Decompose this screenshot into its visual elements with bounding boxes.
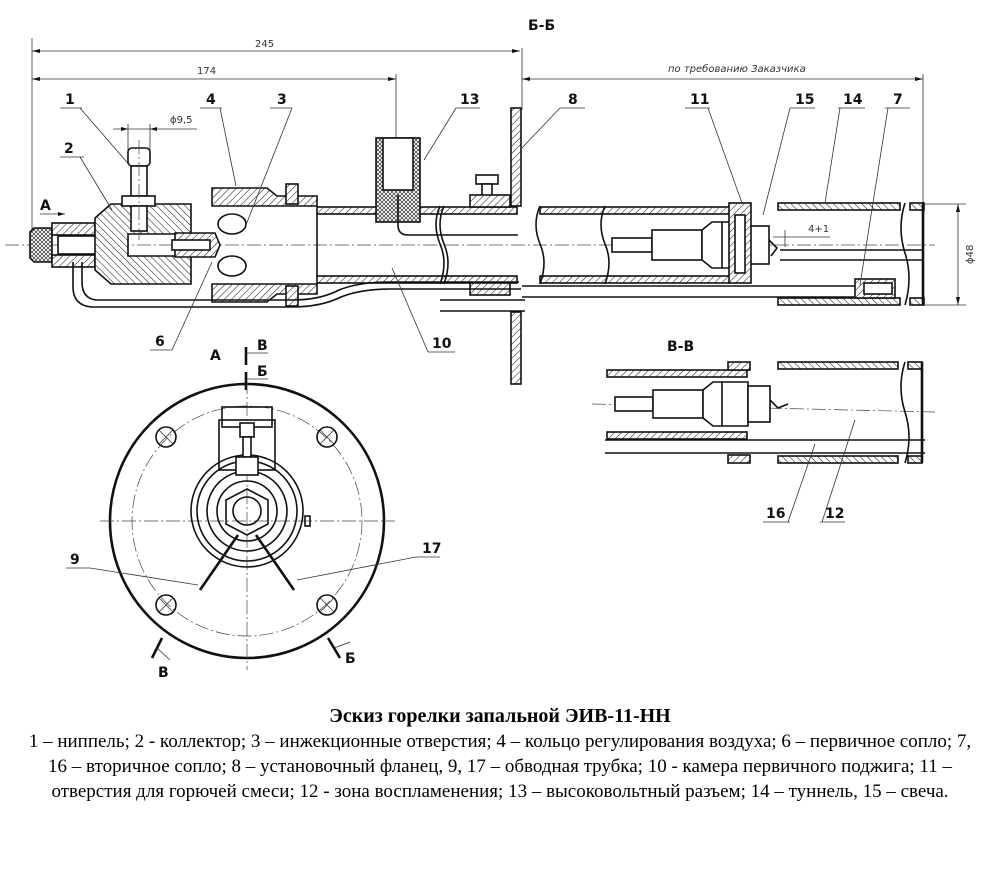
dim-spark-gap-text: 4+1	[808, 224, 829, 235]
callout-3: 3	[245, 92, 293, 226]
caption-title: Эскиз горелки запальной ЭИВ-11-НН	[329, 705, 671, 727]
callout-16: 16	[763, 443, 816, 523]
view-a-title: А	[210, 348, 221, 364]
view-arrow-a: А	[40, 198, 65, 216]
svg-text:4: 4	[206, 92, 216, 108]
dimension-spark-gap: 4+1	[773, 224, 830, 247]
callout-14: 14	[824, 92, 865, 204]
main-section	[5, 107, 935, 385]
callout-15: 15	[762, 92, 815, 216]
view-a: А В Б	[100, 338, 395, 670]
svg-text:8: 8	[568, 92, 578, 108]
svg-text:Б: Б	[345, 651, 356, 667]
callout-1: 1	[60, 92, 133, 169]
svg-text:9: 9	[70, 552, 80, 568]
section-title-vv: В-В	[667, 339, 694, 355]
callout-10: 10	[391, 267, 455, 353]
svg-text:13: 13	[460, 92, 479, 108]
callout-13: 13	[423, 92, 480, 161]
svg-text:11: 11	[690, 92, 709, 108]
svg-text:А: А	[40, 198, 51, 214]
cut-mark-bottom-left: В	[150, 637, 171, 681]
callout-8: 8	[519, 92, 585, 151]
dimension-245: 245	[31, 38, 520, 240]
dim-tunnel-dia-text: ϕ48	[965, 245, 976, 264]
bolt-holes	[155, 426, 338, 616]
dimension-tunnel-length: по требованию Заказчика	[521, 48, 924, 205]
callout-2: 2	[60, 141, 113, 211]
callout-7: 7	[859, 92, 910, 286]
svg-text:3: 3	[277, 92, 287, 108]
svg-text:12: 12	[825, 506, 844, 522]
callout-4: 4	[200, 92, 237, 187]
callout-9: 9	[66, 552, 199, 586]
svg-text:6: 6	[155, 334, 165, 350]
svg-text:17: 17	[422, 541, 441, 557]
dimension-nipple-dia: ϕ9,5	[113, 115, 197, 150]
dim-overall-text: 245	[255, 39, 274, 50]
svg-text:2: 2	[64, 141, 74, 157]
callout-12: 12	[820, 419, 856, 523]
svg-text:В: В	[158, 665, 169, 681]
svg-text:15: 15	[795, 92, 814, 108]
svg-text:7: 7	[893, 92, 903, 108]
svg-text:16: 16	[766, 506, 785, 522]
svg-text:10: 10	[432, 336, 452, 352]
svg-text:14: 14	[843, 92, 863, 108]
burner-drawing: 245 174 по требованию Заказчика ϕ9,5 ϕ48…	[5, 18, 976, 681]
section-vv	[591, 361, 936, 464]
callout-6: 6	[150, 261, 213, 351]
callout-17: 17	[296, 541, 441, 581]
caption-legend: 1 – ниппель; 2 - коллектор; 3 – инжекцио…	[28, 731, 972, 802]
callout-11: 11	[685, 92, 743, 204]
section-title-bb: Б-Б	[528, 18, 555, 34]
svg-text:Б: Б	[257, 364, 268, 380]
dim-tunnel-length-text: по требованию Заказчика	[668, 63, 806, 75]
dim-to-flange-text: 174	[197, 66, 216, 77]
figure-caption: Эскиз горелки запальной ЭИВ-11-НН 1 – ни…	[0, 703, 1000, 804]
svg-text:В: В	[257, 338, 268, 354]
callouts: 1 2 3 4 6 7 8 9 10 11 12 13 14 15 16 17	[60, 92, 910, 586]
dimension-tunnel-dia: ϕ48	[925, 203, 976, 306]
dim-nipple-dia-text: ϕ9,5	[170, 115, 193, 126]
dimension-174: 174	[32, 66, 397, 140]
svg-text:1: 1	[65, 92, 75, 108]
cut-mark-bottom-right: Б	[326, 637, 356, 667]
